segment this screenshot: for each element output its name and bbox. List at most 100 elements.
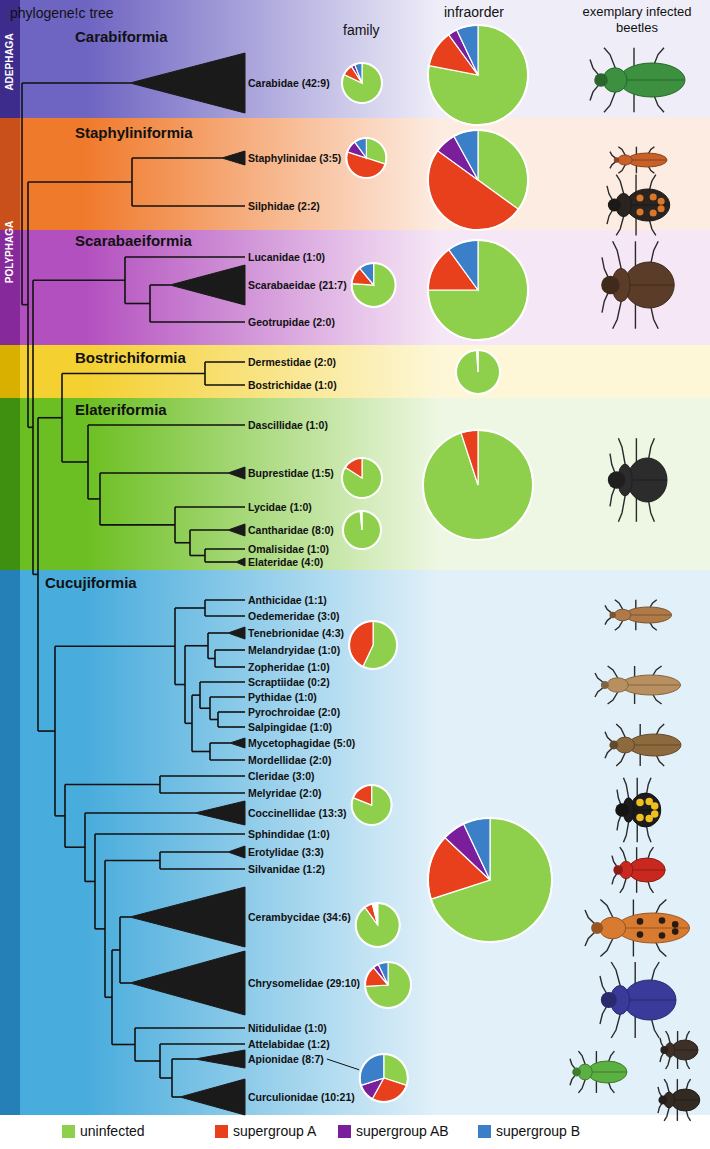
beetle-spot <box>672 928 679 935</box>
tree-branch <box>208 658 215 660</box>
pie-rim <box>428 25 528 125</box>
beetle-head <box>608 199 621 212</box>
tree-branch <box>88 424 245 426</box>
family-label: Dascillidae (1:0) <box>248 418 328 432</box>
family-pie <box>356 903 400 947</box>
tree-branch <box>159 776 161 793</box>
beetle-spot <box>659 917 666 924</box>
beetle-leg <box>595 687 604 697</box>
beetle-pronotum <box>615 737 634 753</box>
tree-branch <box>111 950 113 1045</box>
beetle-leg <box>595 673 604 683</box>
tree-branch <box>210 696 245 698</box>
tree-branch <box>132 205 245 207</box>
beetle-spot <box>636 814 643 821</box>
tree-branch <box>199 682 201 708</box>
family-pie <box>352 263 396 307</box>
beetle-figure <box>605 600 672 630</box>
label-slot: Pythidae (1:0) <box>248 690 317 704</box>
legend-text: supergroup AB <box>356 1121 449 1141</box>
beetle-elytra <box>628 734 681 756</box>
tree-branch <box>200 681 245 683</box>
family-label: Sphindidae (1:0) <box>248 827 330 841</box>
family-label: Staphylinidae (3:5) <box>248 151 341 165</box>
beetle-elytra <box>627 153 667 167</box>
beetle-head <box>613 865 623 875</box>
beetle-pronotum <box>599 917 625 939</box>
tree-branch <box>175 684 185 686</box>
tree-branch <box>100 524 175 526</box>
family-label: Dermestidae (2:0) <box>248 355 336 369</box>
family-label: Geotrupidae (2:0) <box>248 315 335 329</box>
tree-branch <box>85 812 195 814</box>
tree-branch <box>175 607 205 609</box>
infraorder-pie <box>428 25 528 125</box>
tree-branch <box>218 726 245 728</box>
label-slot: Dascillidae (1:0) <box>248 418 328 432</box>
family-pie <box>343 511 381 549</box>
label-slot: Mycetophagidae (5:0) <box>248 736 355 750</box>
label-slot: Elateridae (4:0) <box>248 555 323 569</box>
tree-branch <box>159 852 161 869</box>
label-slot: Scraptiidae (0:2) <box>248 675 330 689</box>
column-heading: phylogene!c tree <box>10 5 114 22</box>
beetle-spot <box>672 921 679 928</box>
tree-branch <box>119 917 121 983</box>
tree-branch <box>37 418 39 731</box>
pie-rim <box>342 458 382 498</box>
legend-text: uninfected <box>80 1121 145 1141</box>
tree-branch <box>190 555 205 557</box>
tree-branch <box>171 1059 173 1097</box>
label-slot: Anthicidae (1:1) <box>248 593 327 607</box>
label-slot: ADEPHAGA <box>3 33 17 90</box>
tree-branch <box>208 632 228 634</box>
family-label: Cleridae (3:0) <box>248 769 315 783</box>
pie-slice <box>423 430 533 540</box>
tree-branch <box>205 384 245 386</box>
clade-triangle <box>130 887 245 947</box>
tree-branch <box>218 711 245 713</box>
pie-rim <box>428 240 528 340</box>
family-label: Attelabidae (1:2) <box>248 1037 330 1051</box>
legend-swatch <box>338 1125 351 1138</box>
tree-branch <box>134 1028 136 1061</box>
clade-triangle <box>222 151 245 165</box>
beetle-suture <box>629 745 680 746</box>
tree-branch <box>124 257 126 304</box>
beetle-figure <box>607 175 670 236</box>
column-heading: family <box>343 22 380 39</box>
beetle-suture <box>624 1000 675 1001</box>
clade-triangle <box>228 524 245 536</box>
tree-branch <box>217 712 219 727</box>
infraorder-pie <box>423 430 533 540</box>
clade-triangle <box>195 1050 245 1068</box>
infraorder-pie <box>428 818 552 942</box>
tree-branch <box>38 417 62 419</box>
clade-triangle <box>180 1079 245 1115</box>
beetle-elytra <box>587 1061 627 1083</box>
tree-branch <box>214 650 216 667</box>
clade-triangle <box>130 53 245 113</box>
tree-branch <box>210 742 230 744</box>
beetle-elytra <box>628 858 665 882</box>
family-label: Pyrochroidae (2:0) <box>248 705 340 719</box>
tree-branch <box>65 784 160 786</box>
label-slot: Tenebrionidae (4:3) <box>248 626 344 640</box>
tree-branch <box>204 600 206 616</box>
tree-branch <box>55 815 65 817</box>
tree-branch <box>191 695 193 751</box>
tree-branch <box>174 608 176 685</box>
beetle-figure <box>590 48 685 113</box>
beetle-spot <box>650 209 657 216</box>
beetle-spot <box>636 209 643 216</box>
pie-rim <box>349 621 397 669</box>
legend-swatch <box>215 1125 228 1138</box>
tree-branch <box>205 561 236 563</box>
beetle-figure <box>615 778 660 843</box>
tree-branch <box>38 730 55 732</box>
pie-rim <box>365 962 411 1008</box>
pie-slice <box>454 130 478 180</box>
family-label: Buprestidae (1:5) <box>248 466 334 480</box>
pie-rim <box>352 785 392 825</box>
beetle-figure <box>585 900 690 957</box>
